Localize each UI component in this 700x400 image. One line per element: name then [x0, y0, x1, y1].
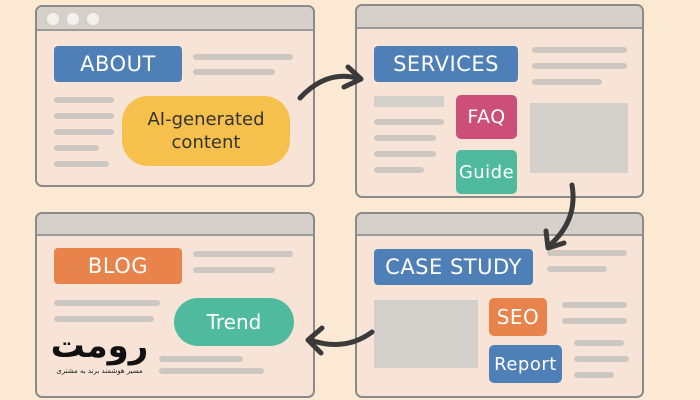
trend-pill: Trend	[174, 298, 294, 346]
text-line	[562, 318, 627, 324]
faq-tag: FAQ	[456, 95, 517, 139]
romet-logo: رومت مسیر هوشمند برند به مشتری	[42, 327, 157, 385]
text-line	[193, 69, 275, 75]
image-placeholder	[374, 300, 478, 368]
text-line	[532, 47, 627, 53]
window-titlebar	[357, 214, 642, 236]
case-study-label: CASE STUDY	[374, 249, 533, 285]
window-dot	[87, 13, 99, 25]
logo-tagline: مسیر هوشمند برند به مشتری	[56, 367, 143, 375]
text-line	[374, 135, 436, 141]
text-line	[54, 161, 109, 167]
text-line	[547, 266, 607, 272]
window-dot	[47, 13, 59, 25]
text-line	[54, 145, 99, 151]
text-line	[54, 129, 114, 135]
text-line	[159, 356, 243, 362]
text-line	[54, 97, 114, 103]
text-line	[547, 250, 627, 256]
about-window: ABOUT AI-generated content	[35, 5, 315, 187]
window-dot	[67, 13, 79, 25]
logo-wordmark: رومت	[50, 326, 149, 366]
text-line	[54, 300, 160, 306]
text-line	[193, 267, 275, 273]
blog-window: BLOG Trend	[35, 212, 315, 398]
case-study-window: CASE STUDY SEO Report	[355, 212, 644, 398]
text-line	[54, 316, 154, 322]
text-line	[562, 302, 627, 308]
text-line	[574, 372, 614, 378]
text-line	[54, 113, 114, 119]
text-line	[532, 63, 627, 69]
window-titlebar	[357, 6, 642, 29]
blog-label: BLOG	[54, 248, 182, 284]
text-line	[193, 54, 293, 60]
image-placeholder	[530, 103, 628, 173]
text-line	[374, 167, 424, 173]
text-line	[574, 356, 629, 362]
window-titlebar	[37, 214, 313, 236]
about-label: ABOUT	[54, 46, 182, 82]
text-line	[159, 368, 264, 374]
seo-tag: SEO	[489, 298, 547, 336]
text-line	[193, 251, 293, 257]
guide-tag: Guide	[456, 150, 517, 194]
report-tag: Report	[489, 345, 562, 383]
ai-generated-content-pill: AI-generated content	[122, 96, 290, 166]
services-window: SERVICES FAQ Guide	[355, 4, 644, 198]
window-titlebar	[37, 7, 313, 31]
text-line	[532, 79, 602, 85]
image-placeholder	[374, 96, 444, 107]
text-line	[574, 340, 624, 346]
text-line	[374, 119, 444, 125]
text-line	[374, 151, 436, 157]
services-label: SERVICES	[374, 46, 518, 82]
